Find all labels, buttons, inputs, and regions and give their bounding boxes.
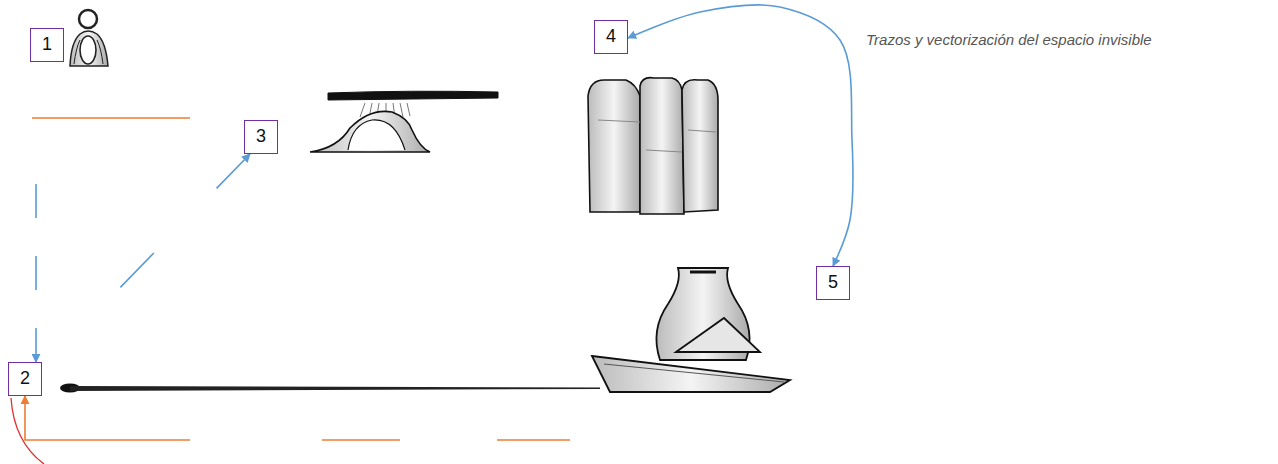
figure-one [70, 10, 108, 66]
number-box: 5 [816, 266, 850, 300]
flow-arrow [628, 5, 853, 266]
caption-note: Trazos y vectorización del espacio invis… [866, 31, 1152, 48]
flow-arrow [42, 154, 250, 368]
flow-arrow [25, 283, 875, 440]
callout-number: 5 [828, 273, 838, 293]
flow-arrow [35, 62, 37, 362]
figure-four [588, 78, 718, 214]
number-box: 1 [30, 28, 64, 62]
number-box: 2 [8, 362, 42, 396]
callout-number: 4 [606, 27, 616, 47]
callout-number: 3 [256, 127, 266, 147]
figure-two [60, 384, 600, 393]
callout-number: 2 [20, 369, 30, 389]
figure-three [310, 91, 498, 152]
figure-five [592, 268, 790, 392]
red-curve [11, 398, 44, 464]
separator-line [32, 117, 190, 118]
number-box: 3 [244, 120, 278, 154]
number-box: 4 [594, 20, 628, 54]
callout-number: 1 [42, 35, 52, 55]
